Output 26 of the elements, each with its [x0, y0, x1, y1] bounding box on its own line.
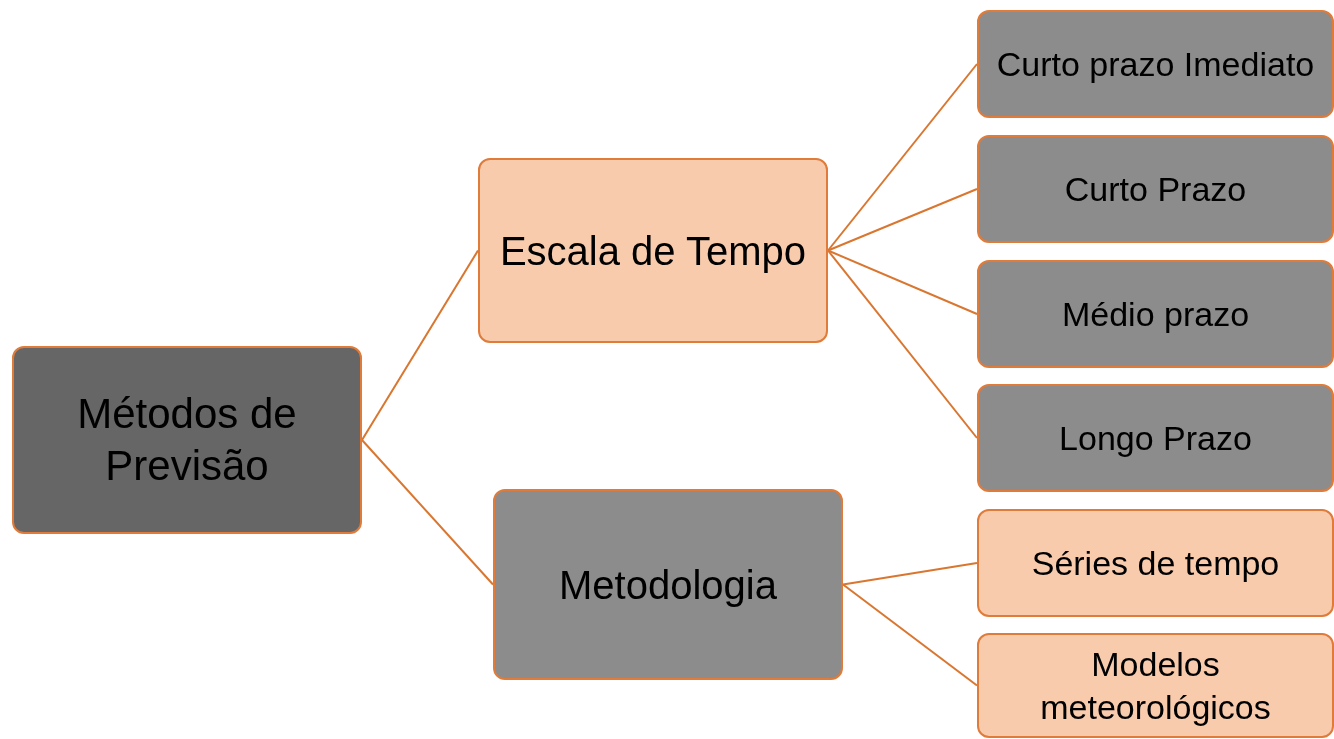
leaf-box [977, 260, 1334, 368]
node-label: Longo Prazo [1059, 417, 1252, 459]
node-label: Curto Prazo [1064, 168, 1247, 210]
connector-line [361, 439, 494, 586]
connector-line [842, 562, 978, 586]
node-label: Métodos de Previsão [76, 388, 298, 491]
connector-line [361, 249, 479, 441]
node-label: Médio prazo [1061, 293, 1250, 335]
root-box [12, 346, 362, 534]
node-label: Curto prazo Imediato [996, 43, 1315, 85]
node-label: Escala de Tempo [499, 227, 807, 275]
node-label: Metodologia [559, 561, 777, 609]
connector-line [827, 63, 978, 252]
leaf-box [977, 509, 1334, 617]
leaf-box [977, 135, 1334, 243]
leaf-box [977, 10, 1334, 118]
category-box [493, 489, 843, 680]
category-box [478, 158, 828, 343]
node-label: Séries de tempo [1031, 542, 1280, 584]
leaf-box [977, 384, 1334, 492]
leaf-box [977, 633, 1334, 738]
connector-line [827, 188, 978, 252]
connector-line [827, 249, 978, 439]
connector-line [827, 249, 978, 315]
connector-line [842, 583, 978, 687]
node-label: Modelos meteorológicos [1039, 644, 1272, 728]
